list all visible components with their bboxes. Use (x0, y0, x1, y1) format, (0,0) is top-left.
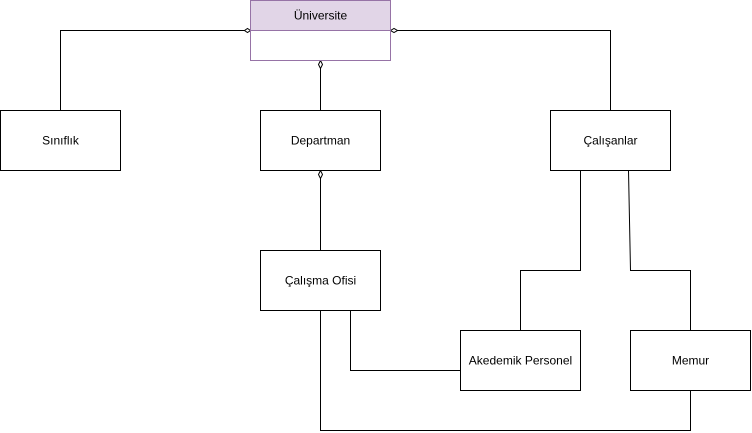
edge-universite-siniflik (60, 30, 245, 111)
akademik-personel-label: Akedemik Personel (469, 354, 572, 368)
node-memur[interactable]: Memur (630, 330, 751, 391)
memur-box (630, 330, 751, 391)
edge-universite-calisanlar (397, 30, 611, 111)
departman-box (260, 110, 381, 171)
connectors (60, 30, 691, 431)
node-universite[interactable]: Üniversite (250, 0, 391, 61)
universite-body (250, 30, 391, 61)
diamond-universite-departman (317, 59, 324, 70)
node-akademik-personel[interactable]: Akedemik Personel (460, 330, 581, 391)
akademik-personel-box (460, 330, 581, 391)
siniflik-label: Sınıflık (42, 134, 80, 148)
departman-label: Departman (291, 134, 350, 148)
edge-calisanlar-memur (628, 170, 691, 331)
memur-label: Memur (672, 354, 709, 368)
node-departman[interactable]: Departman (260, 110, 381, 171)
calisma-ofisi-box (260, 250, 381, 311)
diamond-universite-calisanlar (389, 27, 399, 34)
edge-calisma-ofisi-akademik-personel (350, 310, 461, 371)
diamond-departman-calisma-ofisi (317, 169, 324, 180)
calisanlar-box (550, 110, 671, 171)
edge-calisma-ofisi-memur (320, 310, 691, 431)
node-calisma-ofisi[interactable]: Çalışma Ofisi (260, 250, 381, 311)
diamond-universite-siniflik (243, 27, 252, 34)
aggregation-markers (243, 27, 399, 180)
node-calisanlar[interactable]: Çalışanlar (550, 110, 671, 171)
universite-label: Üniversite (294, 9, 348, 23)
edge-calisanlar-akademik-personel (520, 170, 581, 331)
siniflik-box (0, 110, 121, 171)
calisma-ofisi-label: Çalışma Ofisi (285, 274, 356, 288)
universite-header (250, 0, 391, 31)
calisanlar-label: Çalışanlar (583, 134, 637, 148)
node-siniflik[interactable]: Sınıflık (0, 110, 121, 171)
